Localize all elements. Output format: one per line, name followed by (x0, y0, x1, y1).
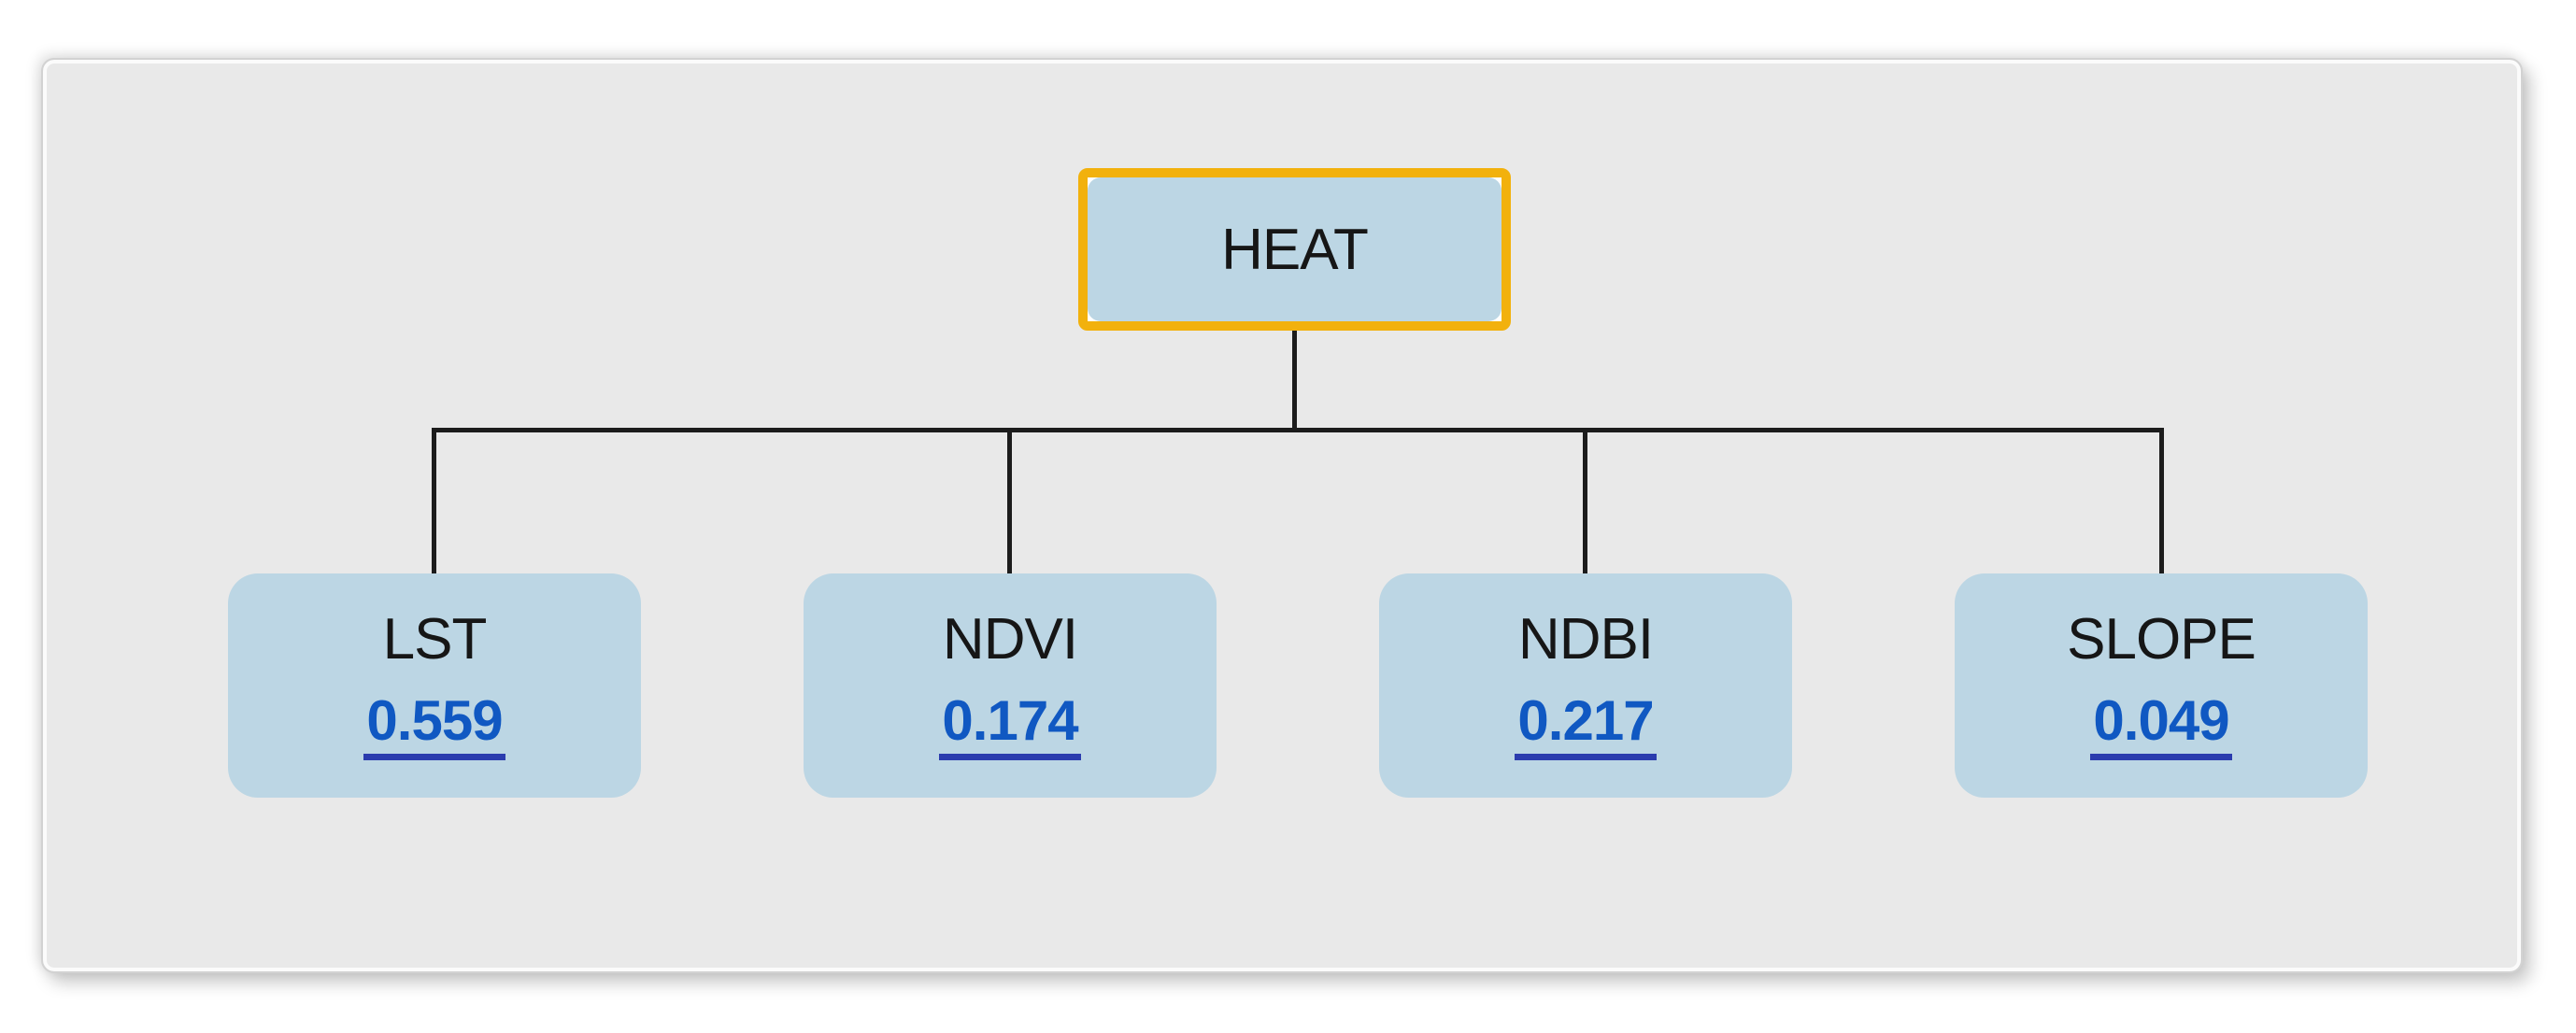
node-heat-shape: HEAT (1088, 177, 1501, 321)
node-ndbi[interactable]: NDBI 0.217 (1379, 573, 1792, 798)
connector-drop-ndbi (1583, 428, 1587, 575)
connector-root-stem (1292, 331, 1297, 430)
node-ndbi-label: NDBI (1517, 607, 1654, 672)
node-lst[interactable]: LST 0.559 (228, 573, 641, 798)
connector-drop-ndvi (1007, 428, 1012, 575)
connector-horizontal-bar (432, 428, 2164, 432)
connector-drop-lst (432, 428, 436, 575)
connector-drop-slope (2159, 428, 2164, 575)
node-ndvi-value-link[interactable]: 0.174 (939, 693, 1081, 760)
node-slope-value-link[interactable]: 0.049 (2090, 693, 2232, 760)
node-lst-label: LST (382, 607, 488, 672)
node-heat[interactable]: HEAT (1078, 168, 1511, 331)
node-ndbi-value-link[interactable]: 0.217 (1515, 693, 1657, 760)
diagram-panel: HEAT LST 0.559 NDVI 0.174 NDBI 0.217 SLO… (41, 58, 2523, 973)
node-heat-label: HEAT (1221, 217, 1369, 282)
node-ndvi-label: NDVI (942, 607, 1078, 672)
node-slope[interactable]: SLOPE 0.049 (1955, 573, 2368, 798)
node-lst-value-link[interactable]: 0.559 (363, 693, 505, 760)
node-ndvi[interactable]: NDVI 0.174 (804, 573, 1217, 798)
node-slope-label: SLOPE (2067, 607, 2256, 672)
